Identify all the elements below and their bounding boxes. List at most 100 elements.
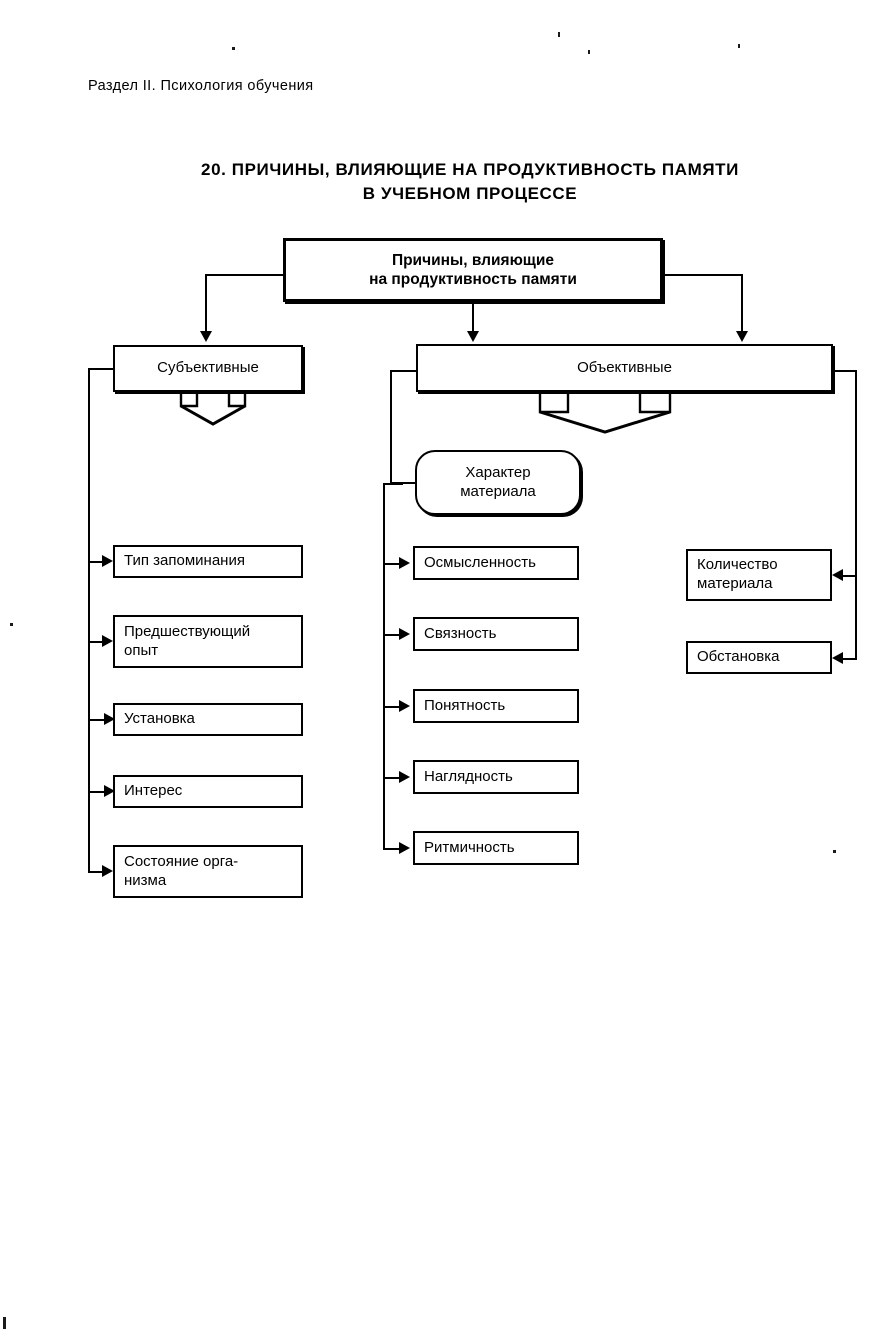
connector-objective-right-stub <box>831 370 857 372</box>
node-subjective-item-1[interactable]: Тип запоминания <box>113 545 303 578</box>
arrowhead-subjective-item-1 <box>102 555 113 567</box>
connector-root-to-objective-center-v <box>472 302 474 333</box>
connector-subjective-item-3 <box>88 719 106 721</box>
node-material-item-1-label: Осмысленность <box>424 553 536 571</box>
arrowhead-material-item-3 <box>399 700 410 712</box>
connector-root-to-subjective-v <box>205 274 207 333</box>
trunk-subjective <box>88 368 90 873</box>
chevron-down-icon-objective <box>530 390 680 438</box>
connector-subjective-item-2 <box>88 641 104 643</box>
node-root-causes[interactable]: Причины, влияющие на продуктивность памя… <box>283 238 663 302</box>
arrowhead-subjective-item-4 <box>104 785 115 797</box>
scan-speck <box>232 47 235 50</box>
arrowhead-subjective-item-2 <box>102 635 113 647</box>
node-subjective-item-5[interactable]: Состояние орга- низма <box>113 845 303 898</box>
node-material-character-label: Характер материала <box>417 464 579 502</box>
node-subjective-item-4[interactable]: Интерес <box>113 775 303 808</box>
node-objective-other-item-1-line-2: материала <box>697 575 773 592</box>
node-objective-other-item-2-label: Обстановка <box>697 648 830 667</box>
scan-speck <box>3 1317 6 1329</box>
node-branch-subjective[interactable]: Субъективные <box>113 345 303 392</box>
node-subjective-item-4-label: Интерес <box>124 782 301 801</box>
arrowhead-to-subjective <box>200 331 212 342</box>
node-subjective-item-2-label: Предшествующий опыт <box>124 623 301 661</box>
node-objective-other-item-1[interactable]: Количество материала <box>686 549 832 601</box>
node-material-item-2[interactable]: Связность <box>413 617 579 651</box>
node-subjective-item-5-label: Состояние орга- низма <box>124 853 301 891</box>
node-subjective-item-1-label: Тип запоминания <box>124 552 301 571</box>
connector-objective-to-material-h1 <box>390 370 418 372</box>
node-material-item-3-label: Понятность <box>424 696 506 714</box>
arrowhead-objective-other-item-2 <box>832 652 843 664</box>
connector-objective-other-item-2 <box>843 658 857 660</box>
arrowhead-subjective-item-3 <box>104 713 115 725</box>
arrowhead-to-objective-center <box>467 331 479 342</box>
connector-subjective-item-4 <box>88 791 106 793</box>
connector-material-item-1 <box>383 563 401 565</box>
scan-speck <box>588 50 590 54</box>
node-subjective-item-2-line-2: опыт <box>124 641 159 659</box>
connector-root-to-objective-right-v <box>741 274 743 333</box>
connector-objective-other-item-1 <box>843 575 857 577</box>
arrowhead-material-item-2 <box>399 628 410 640</box>
connector-objective-to-material-v <box>390 370 392 483</box>
chevron-down-icon-subjective <box>167 386 259 430</box>
node-material-item-5-label: Ритмичность <box>424 838 515 856</box>
trunk-material <box>383 483 385 849</box>
arrowhead-material-item-4 <box>399 771 410 783</box>
node-subjective-item-2-line-1: Предшествующий <box>124 622 251 640</box>
node-branch-subjective-label: Субъективные <box>157 359 259 377</box>
node-material-item-4-label: Наглядность <box>424 767 513 785</box>
node-subjective-item-4-line-1: Интерес <box>124 782 183 800</box>
connector-material-item-3 <box>383 706 401 708</box>
page-title-line-1: 20. ПРИЧИНЫ, ВЛИЯЮЩИЕ НА ПРОДУКТИВНОСТЬ … <box>201 160 739 179</box>
node-material-item-2-label: Связность <box>424 624 497 642</box>
node-root-line-2: на продуктивность памяти <box>369 271 577 288</box>
running-head: Раздел II. Психология обучения <box>88 78 314 94</box>
node-objective-other-item-2[interactable]: Обстановка <box>686 641 832 674</box>
page-title-line-2: В УЧЕБНОМ ПРОЦЕССЕ <box>362 184 578 204</box>
node-subjective-item-5-line-2: низма <box>124 871 167 889</box>
connector-root-to-objective-right-h <box>661 274 743 276</box>
node-root-line-1: Причины, влияющие <box>391 251 555 269</box>
node-material-character-line-2: материала <box>460 482 536 500</box>
connector-subjective-item-5 <box>88 871 104 873</box>
trunk-objective-right <box>855 370 857 660</box>
connector-material-item-2 <box>383 634 401 636</box>
node-material-item-5[interactable]: Ритмичность <box>413 831 579 865</box>
scan-speck <box>738 44 740 48</box>
node-objective-other-item-2-line-1: Обстановка <box>697 648 780 666</box>
scan-speck <box>10 623 13 626</box>
node-subjective-item-3[interactable]: Установка <box>113 703 303 736</box>
connector-subjective-item-1 <box>88 561 104 563</box>
connector-material-item-5 <box>383 848 401 850</box>
arrowhead-subjective-item-5 <box>102 865 113 877</box>
node-material-character[interactable]: Характер материала <box>415 450 581 515</box>
connector-material-item-4 <box>383 777 401 779</box>
node-objective-other-item-1-line-1: Количество <box>697 556 778 574</box>
node-material-item-1[interactable]: Осмысленность <box>413 546 579 580</box>
connector-objective-to-material-h2 <box>390 482 418 484</box>
node-subjective-item-3-label: Установка <box>124 710 301 729</box>
page-title: 20. ПРИЧИНЫ, ВЛИЯЮЩИЕ НА ПРОДУКТИВНОСТЬ … <box>120 158 820 206</box>
node-subjective-item-2[interactable]: Предшествующий опыт <box>113 615 303 668</box>
scan-speck <box>558 32 560 37</box>
connector-subjective-stub <box>88 368 115 370</box>
node-subjective-item-1-line-1: Тип запоминания <box>124 552 245 570</box>
scan-speck <box>833 850 836 853</box>
node-material-character-line-1: Характер <box>465 463 531 481</box>
arrowhead-material-item-1 <box>399 557 410 569</box>
node-root-causes-label: Причины, влияющие на продуктивность памя… <box>286 251 660 290</box>
arrowhead-to-objective-right <box>736 331 748 342</box>
arrowhead-material-item-5 <box>399 842 410 854</box>
node-objective-other-item-1-label: Количество материала <box>697 556 830 594</box>
node-material-item-3[interactable]: Понятность <box>413 689 579 723</box>
arrowhead-objective-other-item-1 <box>832 569 843 581</box>
node-branch-objective[interactable]: Объективные <box>416 344 833 392</box>
connector-material-trunk-stub <box>383 483 403 485</box>
node-subjective-item-3-line-1: Установка <box>124 710 195 728</box>
node-subjective-item-5-line-1: Состояние орга- <box>124 852 239 870</box>
node-material-item-4[interactable]: Наглядность <box>413 760 579 794</box>
node-branch-objective-label: Объективные <box>577 358 672 376</box>
